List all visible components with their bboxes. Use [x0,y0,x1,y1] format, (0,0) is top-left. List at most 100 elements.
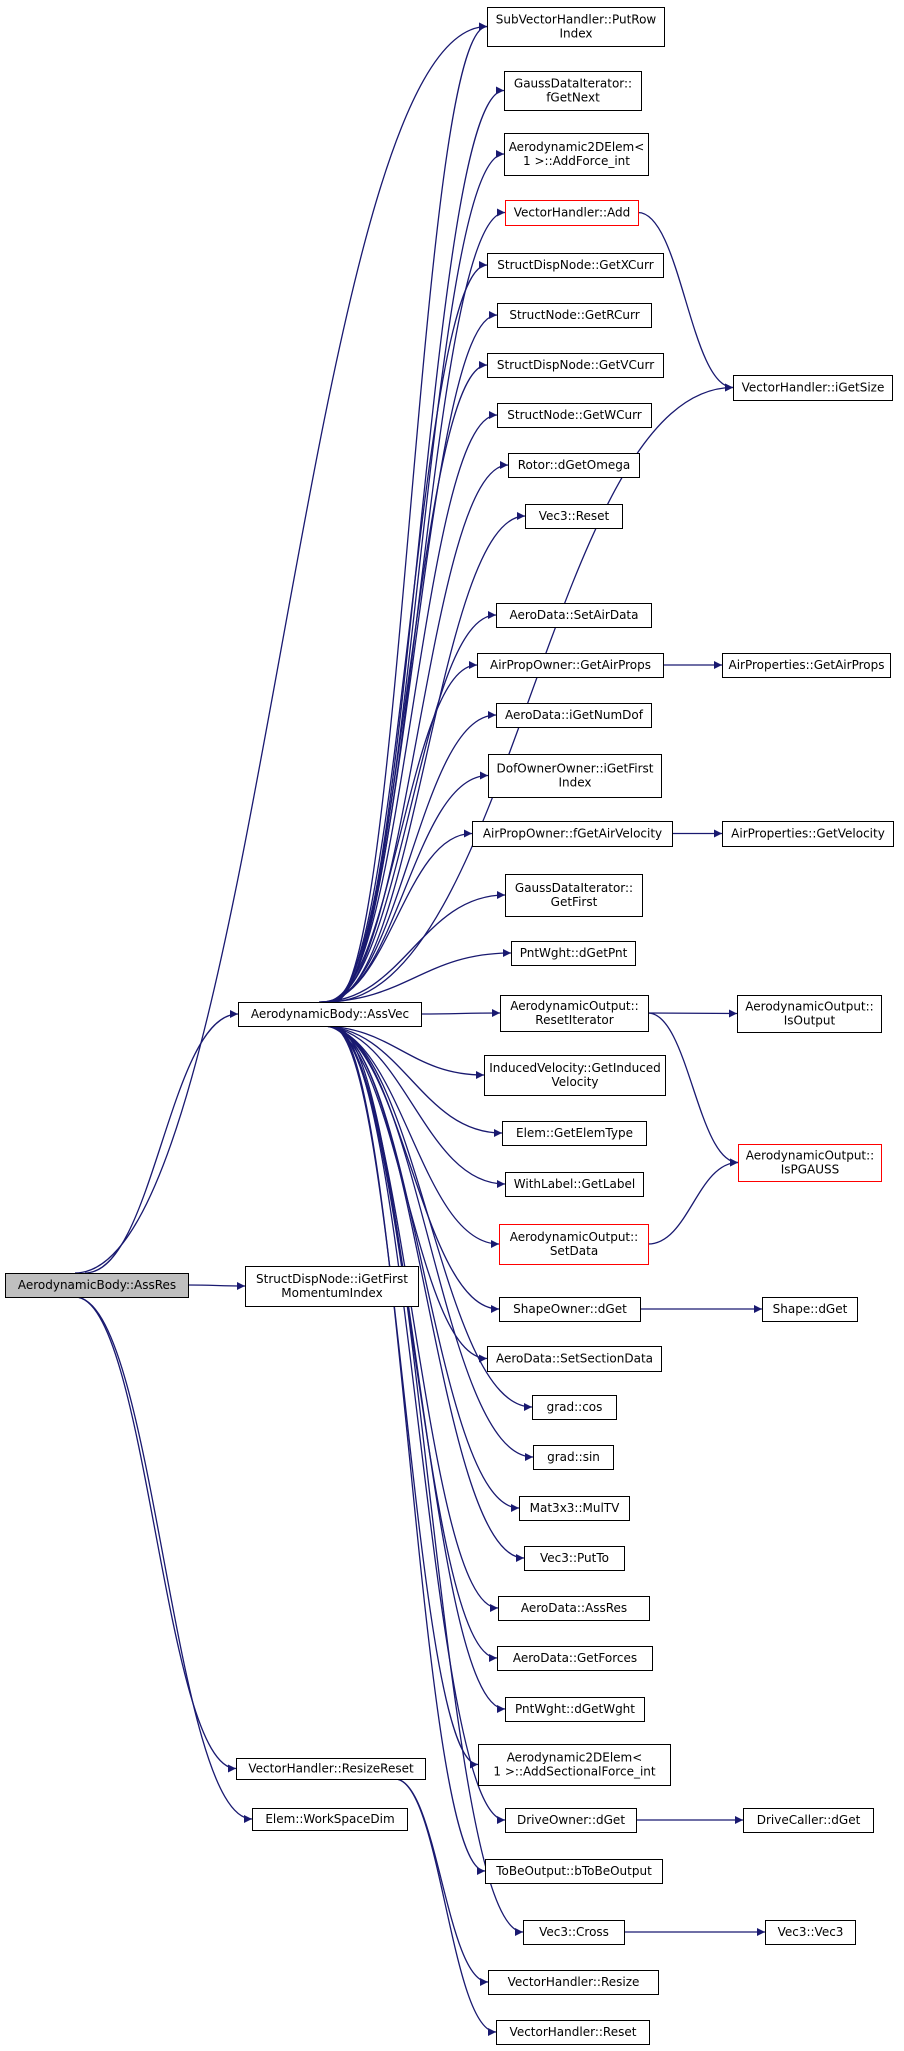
function-node-shapeowner-dget[interactable]: ShapeOwner::dGet [499,1297,641,1322]
call-edge-resetiterator-to-ispgauss [647,1012,739,1167]
function-node-vh-reset[interactable]: VectorHandler::Reset [496,2020,650,2045]
call-arrow [187,1281,246,1290]
call-edge-assvec-to-fgetairvelocity [321,829,473,1003]
function-node-setsectiondata[interactable]: AeroData::SetSectionData [487,1346,662,1372]
function-node-vh-resize[interactable]: VectorHandler::Resize [488,1970,659,1995]
function-node-assvec[interactable]: AerodynamicBody::AssVec [238,1002,422,1027]
function-node-vec3-cross[interactable]: Vec3::Cross [523,1920,625,1945]
node-box [524,1546,625,1571]
function-node-resize-reset[interactable]: VectorHandler::ResizeReset [236,1758,426,1780]
node-label-line: IsPGAUSS [781,1163,840,1177]
call-edge-assvec-to-getwcurr [327,411,498,1003]
node-label-line: Velocity [551,1075,598,1089]
function-node-fgetnext[interactable]: GaussDataIterator::fGetNext [504,71,642,111]
node-box [499,1224,649,1265]
call-edge-assvec-to-shapeowner-dget [322,1025,500,1313]
function-node-setairdata[interactable]: AeroData::SetAirData [496,603,652,628]
call-edge-assvec-to-addsectionalforce-int [330,1025,479,1769]
call-arrow [332,150,505,1003]
function-node-getelemtype[interactable]: Elem::GetElemType [502,1121,647,1146]
function-node-addsectionalforce-int[interactable]: Aerodynamic2DElem<1 >::AddSectionalForce… [478,1744,671,1786]
call-edge-assvec-to-btobeoutput [332,1025,486,1875]
node-label-line: GaussDataIterator:: [514,77,632,91]
function-node-btobeoutput[interactable]: ToBeOutput::bToBeOutput [485,1859,663,1884]
call-arrow [329,311,498,1003]
node-label-line: AeroData::SetAirData [510,608,639,622]
call-arrow [321,829,473,1003]
function-node-vec3-reset[interactable]: Vec3::Reset [525,504,623,529]
node-label-line: AerodynamicBody::AssVec [251,1007,409,1021]
function-node-dgetomega[interactable]: Rotor::dGetOmega [508,453,640,478]
function-node-shape-dget[interactable]: Shape::dGet [762,1297,858,1322]
function-node-dgetpnt[interactable]: PntWght::dGetPnt [511,941,636,966]
function-node-workspacedim[interactable]: Elem::WorkSpaceDim [252,1808,408,1831]
function-node-vec3-vec3[interactable]: Vec3::Vec3 [765,1920,856,1945]
call-edge-resize-reset-to-vh-reset [394,1778,497,2036]
call-edge-assvec-to-getfirst [319,891,506,1003]
node-label-line: Mat3x3::MulTV [530,1501,620,1515]
function-node-getwcurr[interactable]: StructNode::GetWCurr [497,403,652,428]
call-arrow [328,361,488,1003]
node-box [252,1808,408,1831]
function-node-multv[interactable]: Mat3x3::MulTV [519,1496,630,1521]
call-arrow [332,22,488,1003]
function-node-getairprops[interactable]: AirPropOwner::GetAirProps [477,653,664,678]
node-box [508,453,640,478]
node-box [765,1920,856,1945]
function-node-addforce-int[interactable]: Aerodynamic2DElem<1 >::AddForce_int [504,133,649,176]
node-box [5,1273,189,1298]
function-node-grad-sin[interactable]: grad::sin [533,1445,614,1470]
function-node-dgetwght[interactable]: PntWght::dGetWght [505,1697,645,1722]
function-node-drivecaller-dget[interactable]: DriveCaller::dGet [743,1808,874,1833]
node-box [472,821,673,847]
node-box [238,1002,422,1027]
function-node-igetnumdof[interactable]: AeroData::iGetNumDof [496,703,652,728]
node-box [502,1121,647,1146]
call-edge-assvec-to-putto [327,1025,525,1562]
call-edge-assvec-to-dgetomega [327,461,509,1003]
function-node-getfirst[interactable]: GaussDataIterator::GetFirst [505,874,643,917]
function-node-getlabel[interactable]: WithLabel::GetLabel [505,1172,644,1197]
node-label-line: AeroData::GetForces [513,1651,637,1665]
call-arrow [647,1158,739,1245]
call-arrow [74,1296,237,1773]
function-node-setdata[interactable]: AerodynamicOutput::SetData [499,1224,649,1265]
node-label-line: PntWght::dGetWght [515,1702,635,1716]
function-node-igetsize[interactable]: VectorHandler::iGetSize [733,375,893,401]
node-label-line: AerodynamicOutput:: [510,1230,638,1244]
function-node-fgetairvelocity[interactable]: AirPropOwner::fGetAirVelocity [472,821,673,847]
function-node-ispgauss[interactable]: AerodynamicOutput::IsPGAUSS [738,1144,882,1182]
call-arrow [647,1009,738,1018]
call-edges [74,22,765,2036]
function-node-aerodata-assres[interactable]: AeroData::AssRes [498,1596,650,1621]
node-box [500,995,649,1032]
function-node-getvcurr[interactable]: StructDispNode::GetVCurr [487,353,664,378]
node-label-line: AeroData::AssRes [521,1601,627,1615]
function-node-resetiterator[interactable]: AerodynamicOutput::ResetIterator [500,995,649,1032]
call-arrow [84,1010,239,1274]
node-box [505,874,643,917]
function-node-ap-getvelocity[interactable]: AirProperties::GetVelocity [722,821,894,847]
call-arrow [326,512,526,1003]
function-node-putto[interactable]: Vec3::PutTo [524,1546,625,1571]
node-box [488,1970,659,1995]
function-node-getforces[interactable]: AeroData::GetForces [497,1646,653,1671]
call-arrow [420,1009,501,1018]
function-node-isoutput[interactable]: AerodynamicOutput::IsOutput [737,995,882,1033]
function-node-getrcurr[interactable]: StructNode::GetRCurr [497,303,652,328]
node-label-line: ToBeOutput::bToBeOutput [495,1864,652,1878]
function-node-grad-cos[interactable]: grad::cos [532,1395,617,1420]
call-arrow [332,1025,524,1936]
call-edge-assvec-to-getrcurr [329,311,498,1003]
function-node-driveowner-dget[interactable]: DriveOwner::dGet [505,1808,637,1833]
function-node-vh-add[interactable]: VectorHandler::Add [505,200,639,226]
function-node-getxcurr[interactable]: StructDispNode::GetXCurr [487,253,664,278]
function-node-ap-getairprops[interactable]: AirProperties::GetAirProps [722,653,891,678]
call-arrow [322,711,497,1003]
node-box [478,1744,671,1786]
node-box [762,1297,858,1322]
